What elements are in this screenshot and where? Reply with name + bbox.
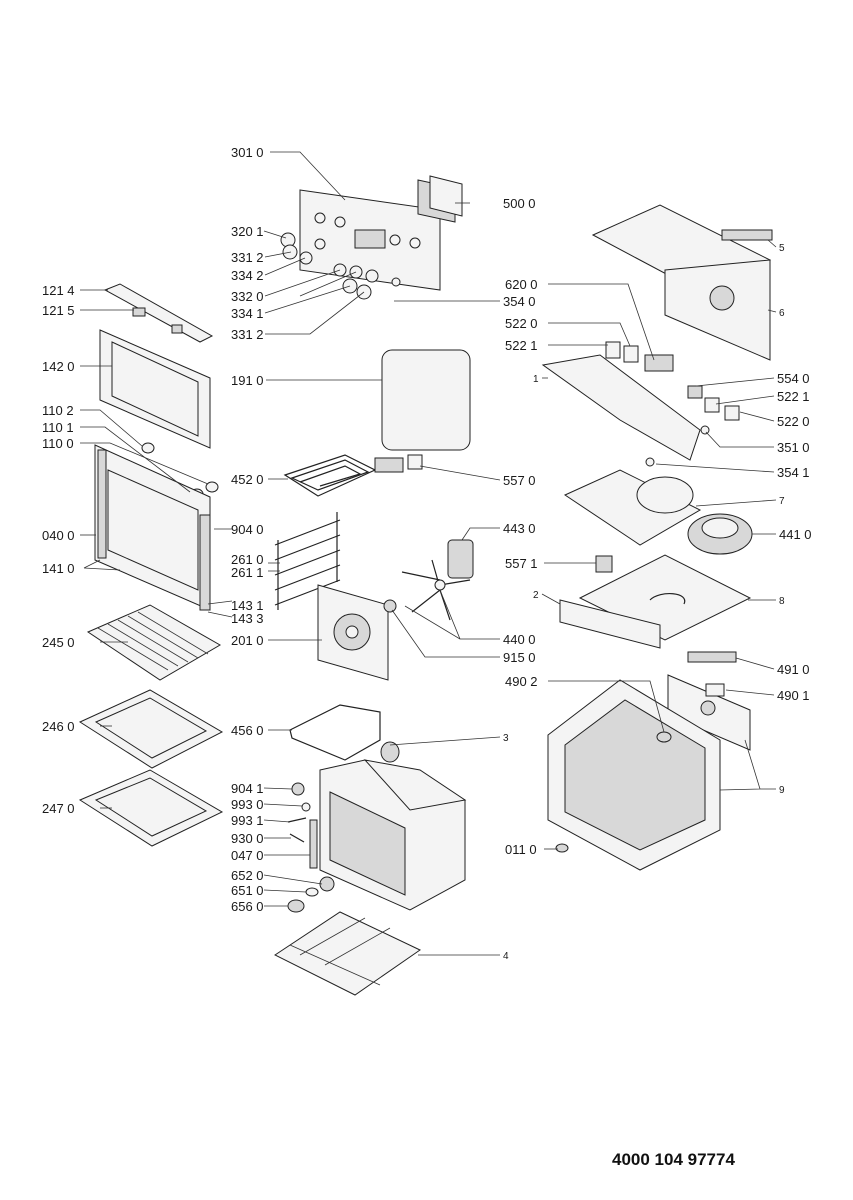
part-label: 047 0 [231,848,264,863]
lamp-part [380,741,400,763]
part-label: 557 1 [505,556,538,571]
part-label: 522 0 [777,414,810,429]
part-label: 110 1 [42,420,74,435]
part-label: 334 2 [231,268,264,283]
door-gasket-part [381,349,471,451]
oven-cavity-part [319,759,467,911]
baking-tray-part [78,689,224,769]
part-label: 191 0 [231,373,264,388]
part-label: 993 0 [231,797,264,812]
thermostat-part [374,454,423,473]
part-label: 261 0 [231,552,264,567]
part-label: 1 [533,374,539,385]
part-label: 6 [779,308,785,319]
part-label: 904 0 [231,522,264,537]
door-handle-part [103,283,214,343]
part-label: 452 0 [231,472,264,487]
part-label: 441 0 [779,527,812,542]
part-labels: 301 0 500 0 320 1 331 2 334 2 332 0 354 … [42,145,812,962]
part-label: 522 0 [505,316,538,331]
part-label: 491 0 [777,662,810,677]
part-label: 261 1 [231,565,264,580]
part-label: 110 0 [42,436,74,451]
part-label: 651 0 [231,883,264,898]
part-label: 246 0 [42,719,75,734]
part-label: 143 3 [231,611,264,626]
part-label: 993 1 [231,813,264,828]
part-label: 351 0 [777,440,810,455]
bottom-tray-part [274,911,421,996]
part-label: 110 2 [42,403,74,418]
part-label: 490 1 [777,688,810,703]
base-plate-part [559,554,752,649]
part-label: 334 1 [231,306,264,321]
part-label: 5 [779,243,785,254]
fan-housing-part [563,469,753,555]
part-label: 522 1 [777,389,810,404]
fan-cover-part [317,584,389,681]
part-label: 557 0 [503,473,536,488]
lower-element-part [289,704,381,761]
part-label: 656 0 [231,899,264,914]
control-panel-part [299,189,441,291]
shelf-guides-part [274,512,341,610]
leader-lines [80,151,777,956]
part-label: 930 0 [231,831,264,846]
part-label: 143 1 [231,598,264,613]
part-label: 440 0 [503,632,536,647]
inner-door-part [94,444,211,611]
part-label: 9 [779,785,785,796]
part-label: 201 0 [231,633,264,648]
part-label: 040 0 [42,528,75,543]
part-label: 554 0 [777,371,810,386]
grill-element-part [283,454,377,497]
terminal-block-part [667,651,751,751]
part-label: 301 0 [231,145,264,160]
part-label: 141 0 [42,561,75,576]
part-label: 331 2 [231,327,264,342]
outer-casing-part [547,679,721,871]
part-label: 620 0 [505,277,538,292]
part-label: 121 4 [42,283,75,298]
part-label: 332 0 [231,289,264,304]
part-label: 354 1 [777,465,810,480]
part-label: 245 0 [42,635,75,650]
part-label: 247 0 [42,801,75,816]
part-label: 8 [779,596,785,607]
electronics-part [541,341,740,467]
part-label: 320 1 [231,224,264,239]
programmer-module-part [417,175,463,223]
part-label: 915 0 [503,650,536,665]
part-label: 904 1 [231,781,264,796]
part-label: 456 0 [231,723,264,738]
part-label: 652 0 [231,868,264,883]
dripping-pan-part [78,769,224,847]
part-label: 011 0 [505,842,537,857]
document-number: 4000 104 97774 [612,1150,735,1169]
door-glass-part [99,329,211,449]
part-label: 500 0 [503,196,536,211]
part-label: 490 2 [505,674,538,689]
part-label: 7 [779,496,785,507]
part-label: 4 [503,951,509,962]
small-hardware-part [287,782,335,913]
part-label: 522 1 [505,338,538,353]
wire-shelf-part [86,604,221,681]
part-label: 2 [533,590,539,601]
part-label: 354 0 [503,294,536,309]
part-label: 121 5 [42,303,75,318]
top-plate-part [591,204,773,361]
part-label: 443 0 [503,521,536,536]
fan-motor-part [383,539,474,621]
part-label: 3 [503,733,509,744]
part-label: 142 0 [42,359,75,374]
part-label: 331 2 [231,250,264,265]
